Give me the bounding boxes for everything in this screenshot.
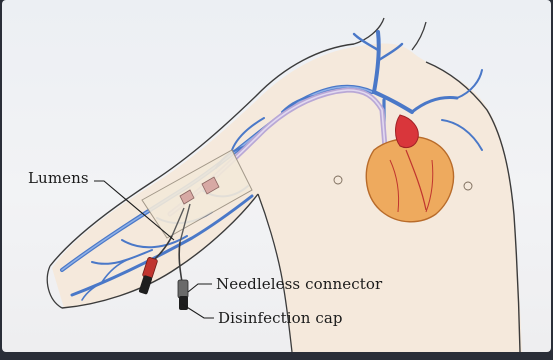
label-lumens: Lumens xyxy=(28,169,89,187)
diagram-card: Lumens Needleless connector Disinfection… xyxy=(2,0,551,352)
needleless-connector xyxy=(178,280,188,310)
label-disinfection-cap: Disinfection cap xyxy=(218,309,343,327)
label-needleless-connector: Needleless connector xyxy=(216,275,382,293)
